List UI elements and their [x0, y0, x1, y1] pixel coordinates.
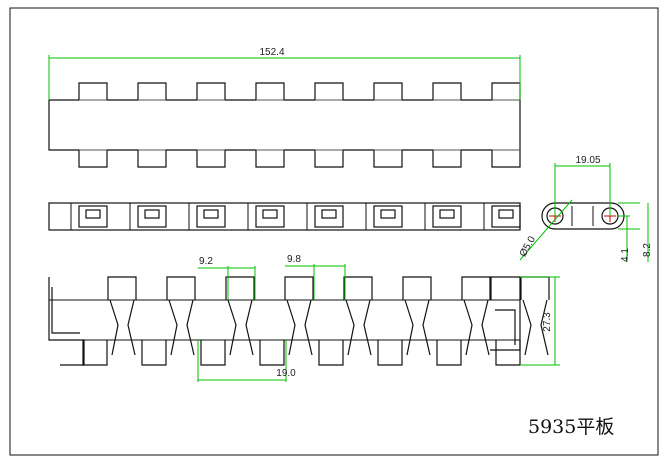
side-link	[196, 205, 226, 228]
dim-link-pitch: 19.0	[276, 368, 296, 379]
top-view	[48, 82, 521, 168]
dim-depth: 27.3	[542, 312, 553, 332]
side-link	[373, 205, 403, 228]
link-lug	[200, 276, 255, 366]
bottom-left-edge	[48, 277, 85, 366]
dim-hole-diameter: Ø5.0	[518, 234, 539, 259]
link-web	[168, 299, 195, 356]
side-link	[432, 205, 462, 228]
dimension-lines	[48, 55, 649, 382]
side-link-window	[321, 209, 337, 219]
link-lug	[377, 276, 432, 366]
bottom-view	[48, 276, 550, 366]
side-link	[491, 205, 521, 228]
link-web	[286, 299, 313, 356]
side-link-window	[85, 209, 101, 219]
side-link	[255, 205, 285, 228]
link-lug	[141, 276, 196, 366]
drawing-border	[9, 7, 659, 456]
side-link-window	[144, 209, 160, 219]
link-lug	[436, 276, 491, 366]
bottom-left-inner	[51, 287, 80, 334]
link-web	[522, 299, 549, 356]
link-lug	[318, 276, 373, 366]
dim-thickness: 8.2	[642, 243, 653, 257]
link-web	[404, 299, 431, 356]
top-view-outline	[48, 82, 521, 168]
link-web	[345, 299, 372, 356]
link-lug	[82, 276, 137, 366]
link-web	[109, 299, 136, 356]
side-link-window	[439, 209, 455, 219]
part-title: 5935平板	[528, 416, 615, 438]
side-link-window	[203, 209, 219, 219]
dimension-line	[519, 199, 573, 261]
side-view	[48, 202, 521, 231]
link-web	[463, 299, 490, 356]
side-link	[78, 205, 108, 228]
link-lug	[259, 276, 314, 366]
dim-gap-b: 9.8	[287, 254, 301, 265]
side-link	[314, 205, 344, 228]
side-link-window	[380, 209, 396, 219]
bottom-right-end	[490, 276, 521, 351]
end-view	[541, 202, 625, 230]
dim-pitch: 19.05	[575, 155, 600, 166]
side-link-window	[498, 209, 514, 219]
dim-half-thickness: 4.1	[620, 248, 631, 262]
dim-overall-width: 152.4	[259, 47, 284, 58]
side-link-window	[262, 209, 278, 219]
side-link	[137, 205, 167, 228]
link-web	[227, 299, 254, 356]
dim-gap-a: 9.2	[199, 256, 213, 267]
